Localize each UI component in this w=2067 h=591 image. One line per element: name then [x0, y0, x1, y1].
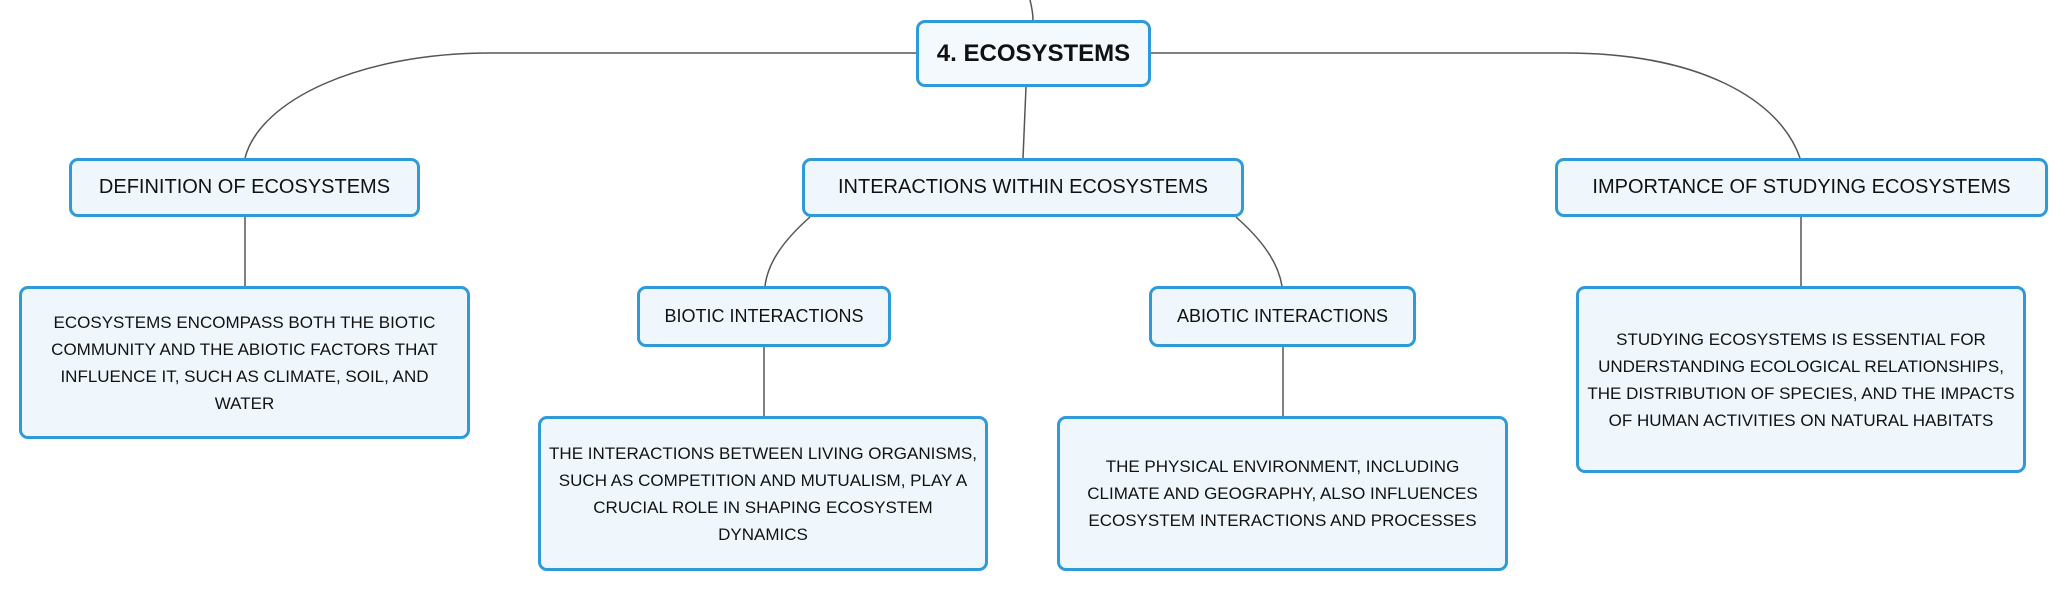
- detail-node-biotic-text: THE INTERACTIONS BETWEEN LIVING ORGANISM…: [549, 443, 977, 544]
- connector-root-interactions: [1022, 86, 1027, 159]
- connector-parent-root: [1029, 0, 1034, 21]
- detail-node-abiotic[interactable]: THE PHYSICAL ENVIRONMENT, INCLUDING CLIM…: [1057, 416, 1508, 571]
- subtopic-node-biotic-label: BIOTIC INTERACTIONS: [664, 306, 864, 326]
- detail-node-importance-text: STUDYING ECOSYSTEMS IS ESSENTIAL FOR UND…: [1587, 329, 2015, 430]
- subtopic-node-abiotic-label: ABIOTIC INTERACTIONS: [1176, 306, 1389, 326]
- topic-node-definition-label: DEFINITION OF ECOSYSTEMS: [98, 176, 391, 198]
- topic-node-interactions[interactable]: INTERACTIONS WITHIN ECOSYSTEMS: [802, 158, 1244, 217]
- topic-node-importance-label: IMPORTANCE OF STUDYING ECOSYSTEMS: [1592, 176, 2011, 198]
- connector-root-importance: [1151, 52, 1801, 159]
- topic-node-importance[interactable]: IMPORTANCE OF STUDYING ECOSYSTEMS: [1555, 158, 2048, 217]
- root-node[interactable]: 4. ECOSYSTEMS: [916, 20, 1151, 87]
- subtopic-node-biotic[interactable]: BIOTIC INTERACTIONS: [637, 286, 891, 347]
- topic-node-definition[interactable]: DEFINITION OF ECOSYSTEMS: [69, 158, 420, 217]
- detail-node-definition[interactable]: ECOSYSTEMS ENCOMPASS BOTH THE BIOTIC COM…: [19, 286, 470, 439]
- connector-root-definition: [244, 52, 916, 159]
- detail-node-biotic[interactable]: THE INTERACTIONS BETWEEN LIVING ORGANISM…: [538, 416, 988, 571]
- root-node-label: 4. ECOSYSTEMS: [936, 39, 1131, 67]
- connector-interactions-biotic: [764, 216, 811, 287]
- connector-interactions-abiotic: [1235, 216, 1283, 287]
- topic-node-interactions-label: INTERACTIONS WITHIN ECOSYSTEMS: [837, 176, 1209, 198]
- detail-node-abiotic-text: THE PHYSICAL ENVIRONMENT, INCLUDING CLIM…: [1087, 457, 1478, 530]
- detail-node-importance[interactable]: STUDYING ECOSYSTEMS IS ESSENTIAL FOR UND…: [1576, 286, 2026, 473]
- subtopic-node-abiotic[interactable]: ABIOTIC INTERACTIONS: [1149, 286, 1416, 347]
- detail-node-definition-text: ECOSYSTEMS ENCOMPASS BOTH THE BIOTIC COM…: [51, 312, 438, 413]
